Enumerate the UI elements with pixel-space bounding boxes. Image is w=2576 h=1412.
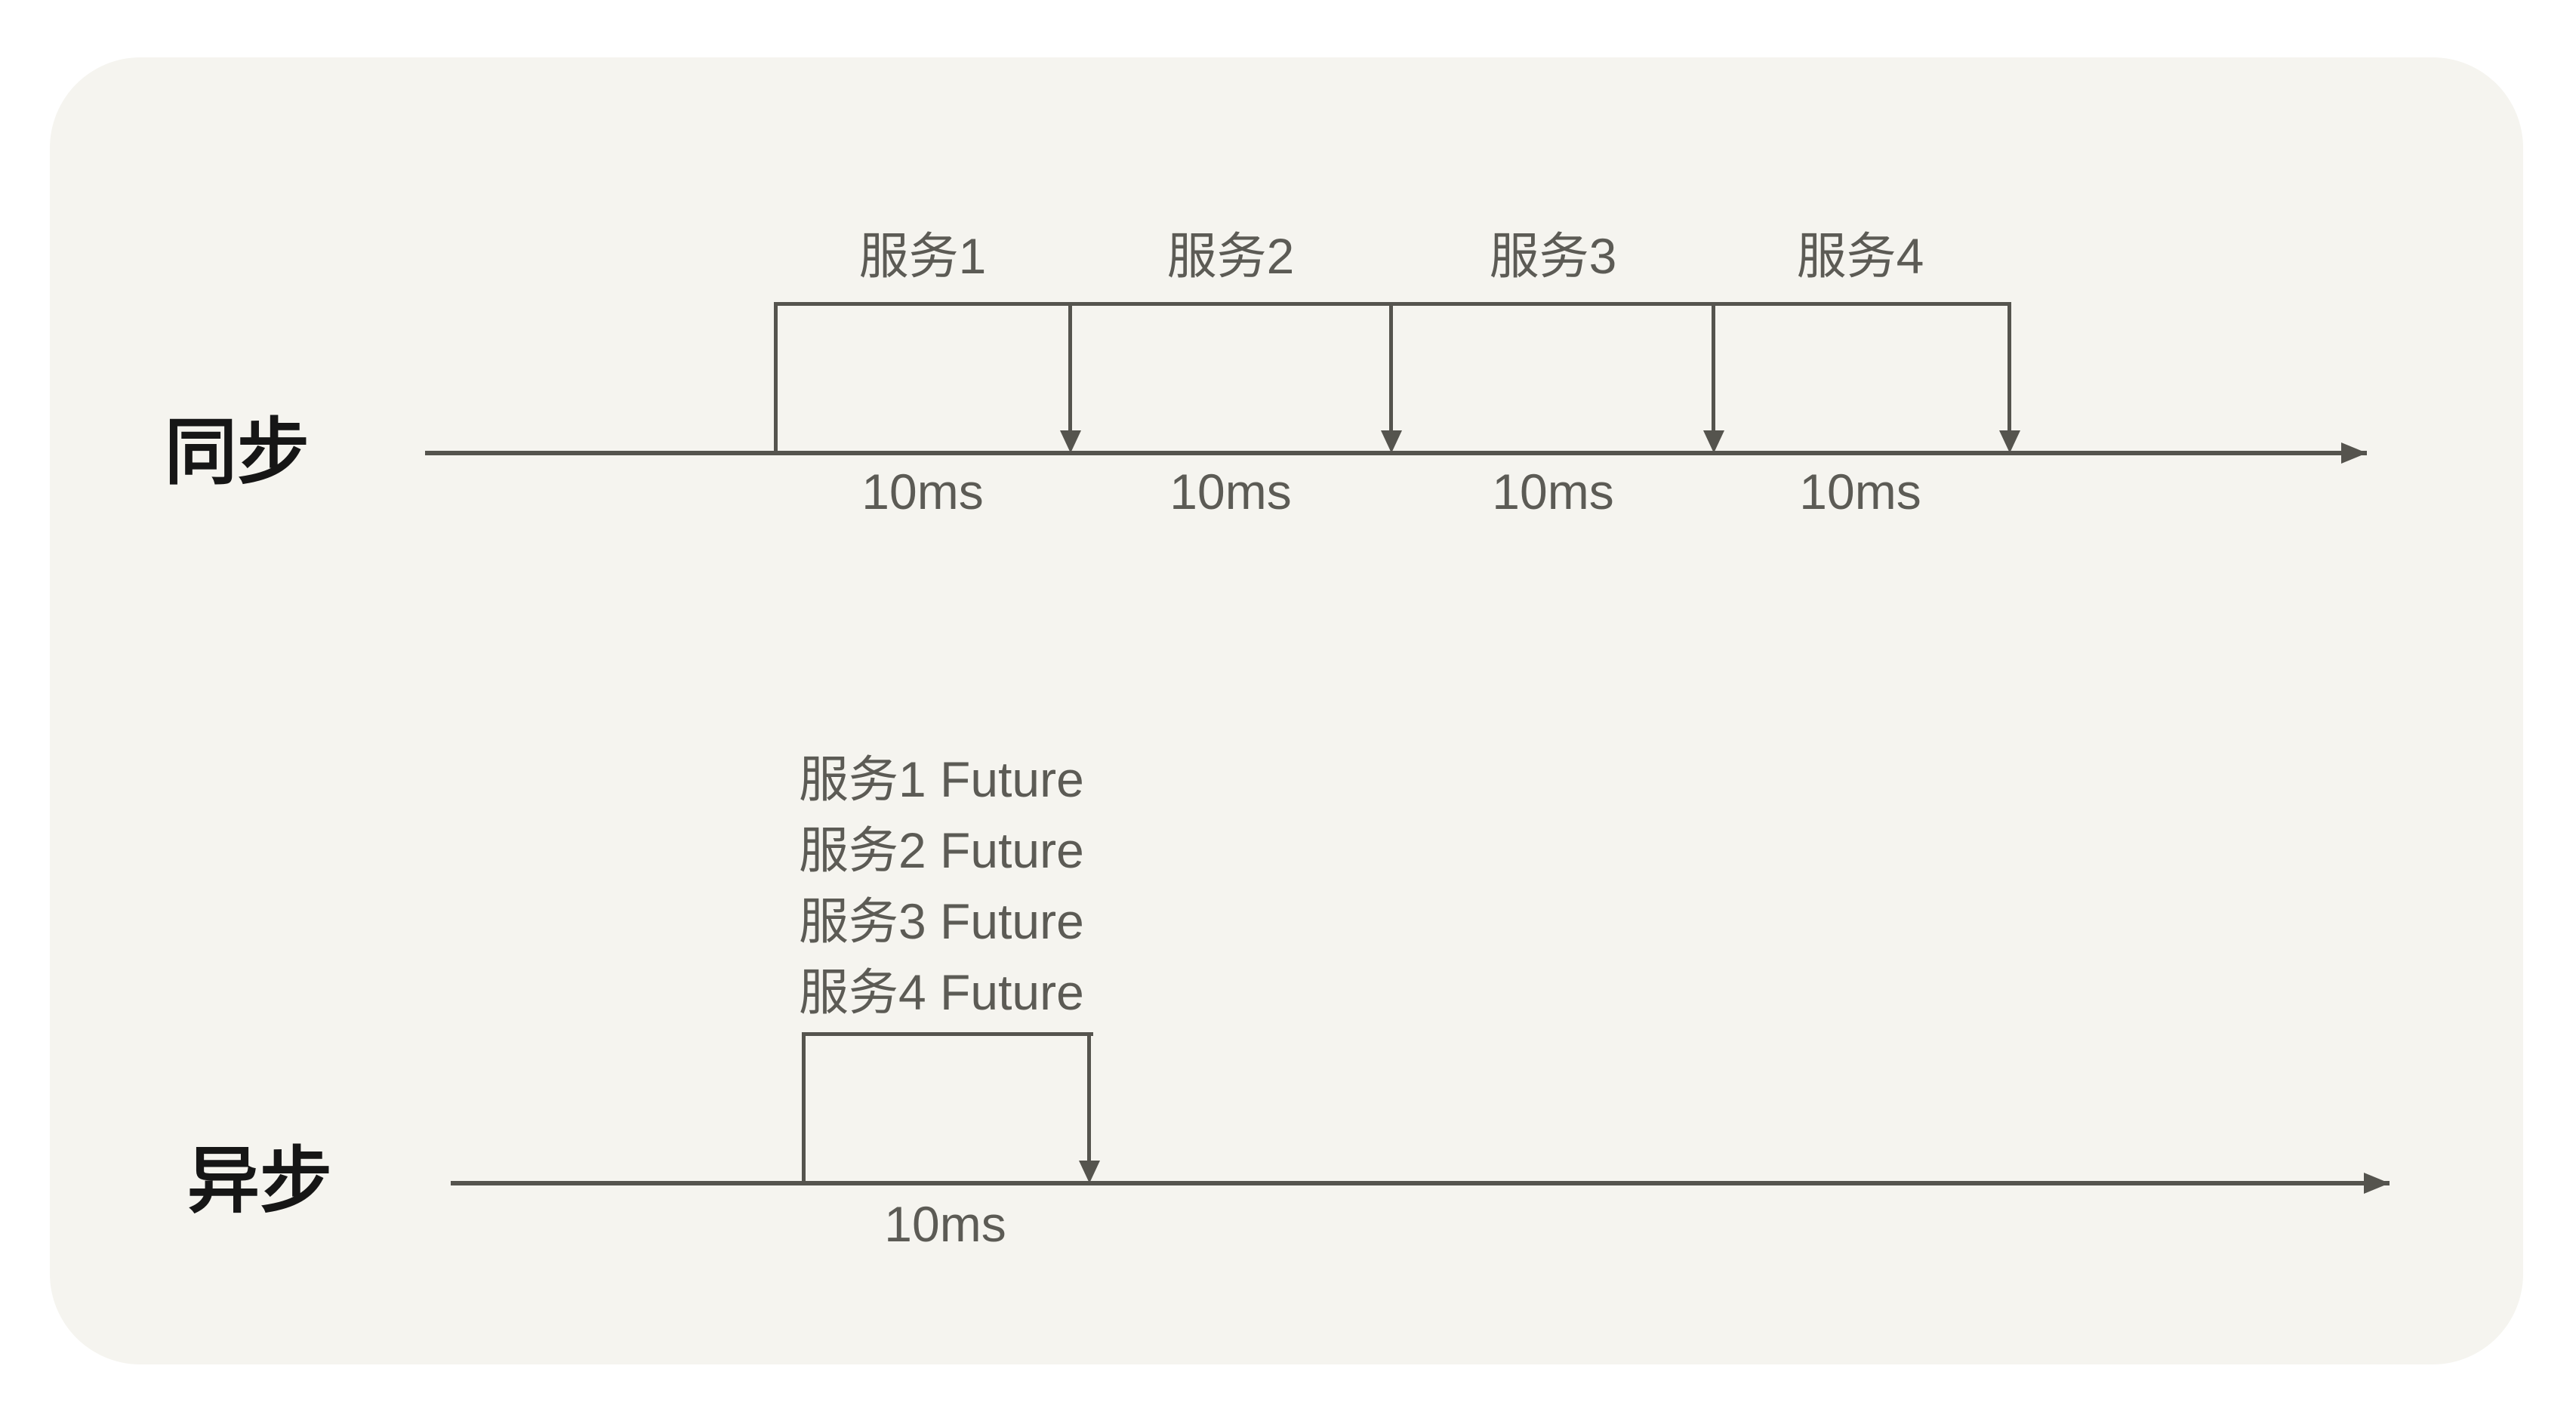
sync-duration-label-2: 10ms (1169, 464, 1292, 519)
async-future-label-stack: 服务1 Future 服务2 Future 服务3 Future 服务4 Fut… (799, 744, 1084, 1028)
sync-down-arrowhead-icon-4 (1999, 430, 2020, 453)
async-timeline (451, 1181, 2390, 1185)
async-future-label-1: 服务1 Future (799, 751, 1084, 807)
sync-service-label-3: 服务3 (1489, 228, 1617, 284)
sync-row-label: 同步 (165, 412, 310, 493)
async-future-label-3: 服务3 Future (799, 893, 1084, 949)
sync-duration-label-4: 10ms (1799, 464, 1921, 519)
async-arrow-line (1087, 1032, 1091, 1161)
sync-down-arrowhead-icon-2 (1381, 430, 1402, 453)
async-timeline-right-arrowhead-icon (2364, 1173, 2390, 1194)
sync-service-label-2: 服务2 (1166, 228, 1295, 284)
sync-down-arrowhead-icon-3 (1703, 430, 1724, 453)
sync-down-arrowhead-icon-1 (1060, 430, 1081, 453)
sync-arrow-line-4 (2007, 302, 2011, 432)
async-future-label-4: 服务4 Future (799, 964, 1084, 1020)
sync-duration-label-1: 10ms (861, 464, 984, 519)
sync-duration-label-3: 10ms (1492, 464, 1614, 519)
async-bracket-top-line (802, 1032, 1093, 1036)
sync-service-label-4: 服务4 (1796, 228, 1924, 284)
async-bracket-start-line (802, 1032, 806, 1183)
diagram-card: 同步 服务1 服务2 服务3 服务4 10ms 10ms 10 (50, 57, 2523, 1364)
sync-arrow-line-3 (1712, 302, 1715, 432)
sync-arrow-line-2 (1389, 302, 1393, 432)
sync-bracket-start-line (774, 302, 778, 453)
async-row-label: 异步 (187, 1141, 332, 1222)
async-future-label-2: 服务2 Future (799, 822, 1084, 878)
sync-service-label-1: 服务1 (858, 228, 987, 284)
sync-arrow-line-1 (1068, 302, 1072, 432)
async-down-arrowhead-icon (1079, 1161, 1100, 1183)
async-duration-label: 10ms (884, 1196, 1006, 1252)
sync-timeline (425, 451, 2367, 455)
sync-timeline-right-arrowhead-icon (2341, 442, 2367, 464)
